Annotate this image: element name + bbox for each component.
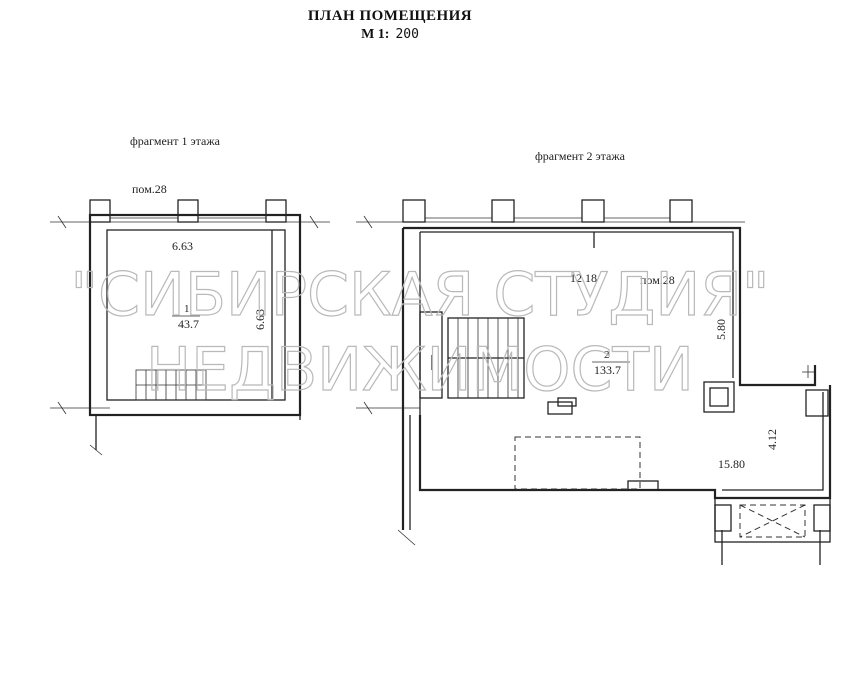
fragment-2-room-ref: пом.28 [640, 273, 675, 287]
plan-title-block: ПЛАН ПОМЕЩЕНИЯ М 1: 200 [0, 8, 780, 43]
fragment-2-column [669, 199, 693, 223]
fragment-2-bay [714, 497, 831, 565]
fragment-2-plan: фрагмент 2 этажа [356, 149, 832, 565]
fragment-2-dashed-outline [514, 436, 641, 490]
fragment-2-column-inner [703, 381, 735, 413]
fragment-1-column [177, 199, 199, 223]
watermark: "СИБИРСКАЯ СТУДИЯ" НЕДВИЖИМОСТИ [70, 259, 770, 405]
fragment-2-dim-side: 5.80 [714, 319, 728, 340]
fragment-2-fixture-top [557, 397, 577, 407]
fragment-1-column [265, 199, 287, 223]
fragment-1-room-ref: пом.28 [132, 182, 167, 196]
scale-value: 200 [395, 27, 419, 42]
watermark-line-2: НЕДВИЖИМОСТИ [146, 335, 694, 405]
fragment-1-stairs [135, 369, 207, 401]
bay-column-left [714, 504, 732, 532]
fragment-2-caption: фрагмент 2 этажа [535, 149, 626, 163]
stair-side-wall [419, 311, 443, 399]
plan-scale: М 1: 200 [0, 27, 780, 43]
fragment-1-area: 43.7 [178, 317, 199, 331]
fragment-1-tick [309, 215, 319, 229]
fragment-2-column-right [805, 389, 829, 417]
bay-void [739, 504, 806, 538]
fragment-2-dim-top: 12.18 [570, 271, 597, 285]
fragment-2-inner-wall-lower [722, 392, 824, 491]
fragment-2-tick [363, 401, 373, 415]
fragment-2-sill [627, 480, 659, 491]
fragment-2-column [581, 199, 605, 223]
fragment-2-column [491, 199, 515, 223]
fragment-1-break [89, 444, 103, 456]
fragment-2-column [402, 199, 426, 223]
fragment-1-column [89, 199, 111, 223]
fragment-1-outer-wall [88, 213, 302, 417]
fragment-1-room-number: 1 [184, 303, 190, 315]
fragment-2-inner-wall-upper [420, 231, 734, 378]
plan-title: ПЛАН ПОМЕЩЕНИЯ [307, 8, 473, 24]
fragment-1-tick [57, 401, 67, 415]
fragment-2-dim-bottom: 15.80 [718, 457, 745, 471]
fragment-1-plan: фрагмент 1 этажа пом.28 [50, 134, 330, 456]
bay-cross [739, 504, 806, 538]
fragment-2-tick [363, 215, 373, 229]
fragment-2-dim-right: 4.12 [765, 429, 779, 450]
fragment-2-area: 133.7 [594, 363, 621, 377]
bay-column-right [813, 504, 831, 532]
fragment-2-column-core [709, 387, 729, 407]
fragment-1-dim-side: 6.63 [253, 309, 267, 330]
fragment-2-room-number: 2 [604, 349, 610, 361]
fragment-2-outer-wall-lower [418, 385, 832, 500]
fragment-1-caption: фрагмент 1 этажа [130, 134, 221, 148]
bay-cross [739, 504, 806, 538]
scale-prefix: М 1: [361, 27, 390, 42]
fragment-1-dim-top: 6.63 [172, 239, 193, 253]
fragment-1-tick [57, 215, 67, 229]
fragment-2-break [397, 529, 416, 546]
fragment-2-fixture [547, 401, 573, 415]
fragment-2-outer-wall-upper [403, 226, 817, 387]
fragment-2-stairs [419, 311, 525, 399]
watermark-line-1: "СИБИРСКАЯ СТУДИЯ" [70, 260, 769, 330]
